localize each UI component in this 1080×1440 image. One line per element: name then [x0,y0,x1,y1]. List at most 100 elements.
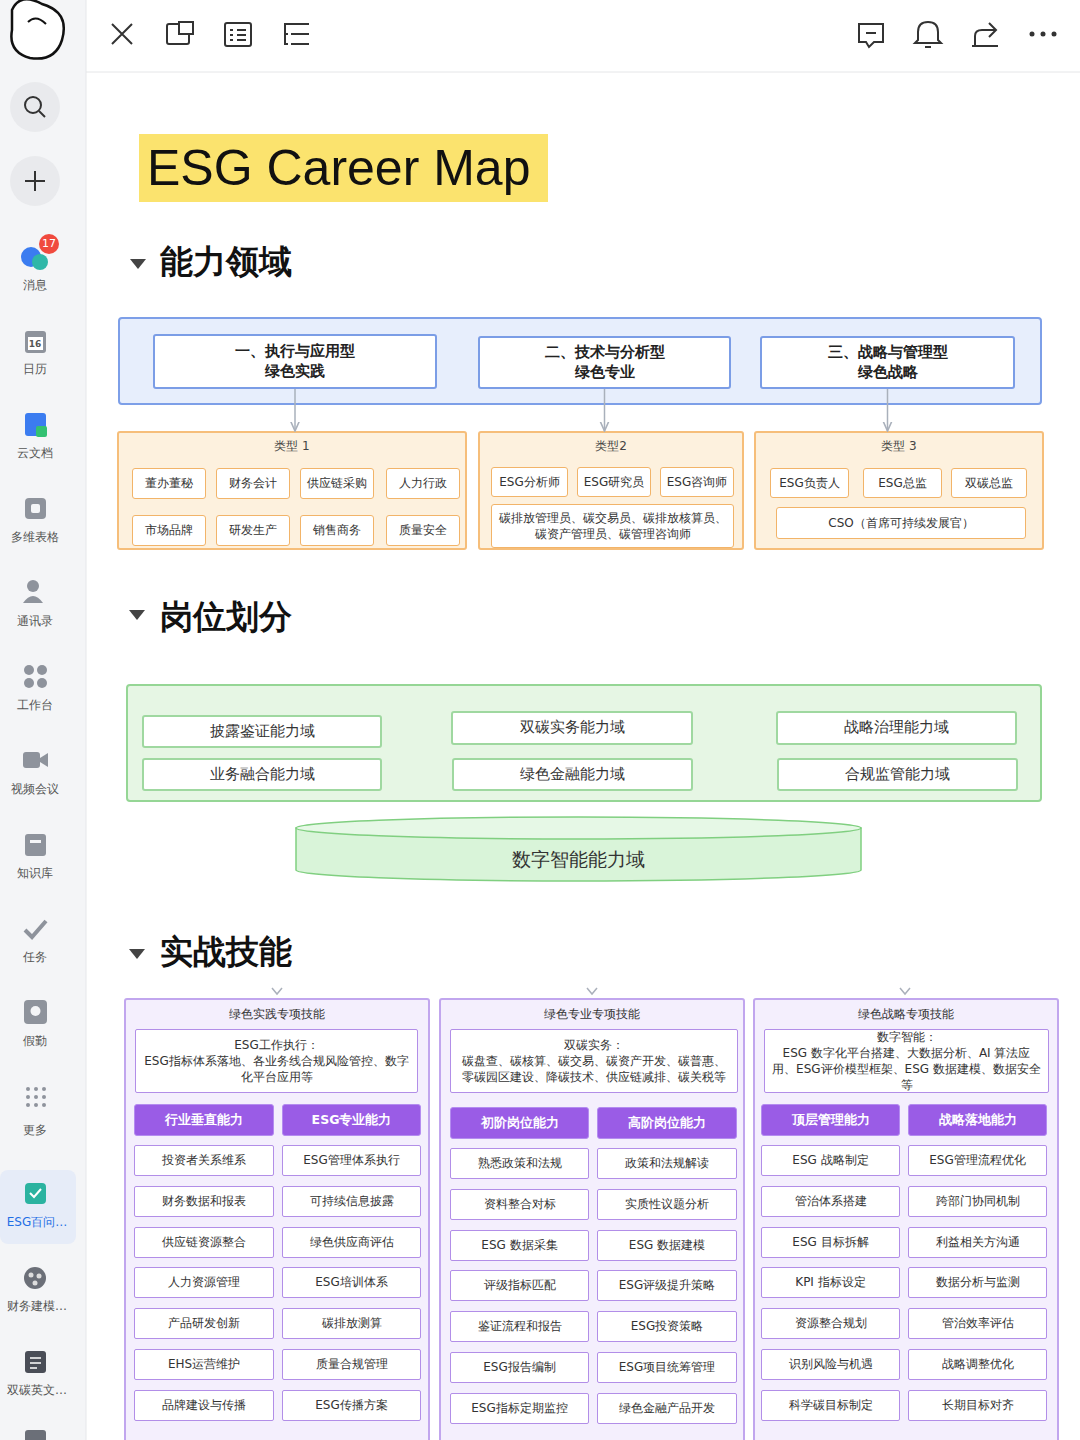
collapse-toggle [130,259,146,269]
summary-heading: ESG工作执行： [234,1037,319,1053]
role-box: 人力行政 [386,468,460,499]
node-text: 战略治理能力域 [844,718,949,738]
skill-box: 财务数据和报表 [134,1186,274,1217]
node-text: ESG咨询师 [667,474,728,490]
skill-header: 行业垂直能力 [134,1104,274,1136]
node-text: ESG指标定期监控 [471,1401,568,1417]
node-text: 市场品牌 [145,522,193,538]
node-text: 资源整合规划 [795,1316,867,1332]
node-text: ESG 战略制定 [792,1153,868,1169]
toolbar-border [86,72,1080,73]
category-band [119,318,1041,404]
page-title: ESG Career Map [147,137,530,199]
arrow-connector [294,389,296,431]
search-button [10,82,60,132]
node-text: 高阶岗位能力 [628,1115,706,1131]
skill-group: 绿色战略专项技能数字智能：ESG 数字化平台搭建、大数据分析、AI 算法应用、E… [753,998,1059,1440]
skill-box: 政策和法规解读 [597,1148,737,1179]
domain-box: 披露鉴证能力域 [142,715,382,748]
node-text: ESG分析师 [499,474,560,490]
node-text: 绿色专业专项技能 [544,1007,640,1023]
node-text: 绿色金融能力域 [520,765,625,785]
skill-header: 初阶岗位能力 [450,1107,589,1139]
summary-heading: 数字智能： [877,1029,937,1045]
skill-box: 质量合规管理 [282,1349,421,1380]
skill-box: 利益相关方沟通 [908,1227,1047,1258]
category-box: 二、技术与分析型 绿色专业 [478,336,731,389]
skill-summary: 双碳实务：碳盘查、碳核算、碳交易、碳资产开发、碳普惠、零碳园区建设、降碳技术、供… [450,1029,738,1093]
add-button [10,156,60,206]
type-group: 类型 3ESG负责人ESG总监双碳总监CSO（首席可持续发展官） [754,431,1044,550]
collapse-toggle [129,949,145,959]
node-text: 供应链资源整合 [162,1235,246,1251]
sidebar-border [86,0,87,1440]
node-text: 人力行政 [399,475,447,491]
node-text: ESG项目统筹管理 [619,1360,716,1376]
nav-label: 通讯录 [17,614,53,628]
role-box: 质量安全 [386,515,460,546]
skill-box: 熟悉政策和法规 [450,1148,589,1179]
node-text: 长期目标对齐 [942,1398,1014,1414]
domain-box: 战略治理能力域 [776,711,1017,745]
skill-box: 长期目标对齐 [908,1390,1047,1421]
node-text: EHS运营维护 [168,1357,240,1373]
role-box: ESG分析师 [491,467,568,497]
node-text: 碳排放管理员、碳交易员、碳排放核算员、碳资产管理员、碳管理咨询师 [496,510,729,542]
node-text: 资料整合对标 [484,1197,556,1213]
title-highlight [139,134,548,202]
category-box: 一、执行与应用型 绿色实践 [153,334,437,389]
node-text: 鉴证流程和报告 [478,1319,562,1335]
node-text: ESG 数据建模 [629,1238,705,1254]
node-text: 数字智能能力域 [512,847,645,872]
skill-box: ESG管理体系执行 [282,1145,421,1176]
node-text: 绿色实践专项技能 [229,1007,325,1023]
badge-count: 17 [42,237,56,250]
role-box: 供应链采购 [300,468,374,499]
node-text: 科学碳目标制定 [789,1398,873,1414]
skill-box: ESG 战略制定 [761,1145,900,1176]
node-text: KPI 指标设定 [795,1275,865,1291]
cylinder-top [296,817,861,839]
role-box: 市场品牌 [132,515,206,546]
node-text: ESG总监 [878,475,927,491]
role-box: 双碳总监 [951,468,1027,498]
skill-box: 鉴证流程和报告 [450,1311,589,1342]
skill-box: ESG管理流程优化 [908,1145,1047,1176]
skill-box: 投资者关系维系 [134,1145,274,1176]
skill-box: ESG 数据建模 [597,1230,737,1261]
skill-box: 资源整合规划 [761,1308,900,1339]
nav-label: 双碳英文… [7,1383,67,1397]
sidebar-icons [0,234,76,1440]
node-text: 人力资源管理 [168,1275,240,1291]
nav-label: 知识库 [17,866,53,880]
node-text: 品牌建设与传播 [162,1398,246,1414]
skill-box: 识别风险与机遇 [761,1349,900,1380]
node-text: 行业垂直能力 [165,1112,243,1128]
skill-box: 实质性议题分析 [597,1189,737,1220]
nav-label: 云文档 [17,446,53,460]
node-text: 政策和法规解读 [625,1156,709,1172]
node-text: 披露鉴证能力域 [210,722,315,742]
node-text: ESG传播方案 [315,1398,388,1414]
skill-box: 人力资源管理 [134,1267,274,1298]
node-text: 质量安全 [399,522,447,538]
category-box: 三、战略与管理型 绿色战略 [760,336,1015,389]
role-box: ESG咨询师 [660,467,734,497]
skill-box: 跨部门协同机制 [908,1186,1047,1217]
node-text: 类型2 [595,439,627,455]
domain-band [127,685,1041,801]
skill-box: 数据分析与监测 [908,1267,1047,1298]
node-text: 绿色战略专项技能 [858,1007,954,1023]
node-text: 碳排放测算 [322,1316,382,1332]
arrow-connector [604,389,606,431]
node-text: ESG报告编制 [483,1360,556,1376]
node-text: 财务数据和报表 [162,1194,246,1210]
nav-label: 工作台 [17,698,53,712]
node-text: 质量合规管理 [316,1357,388,1373]
domain-cylinder: 数字智能能力域 [295,816,862,882]
section-heading: 实战技能 [160,932,292,972]
skill-box: 管治效率评估 [908,1308,1047,1339]
section-heading: 能力领域 [160,242,292,282]
node-text: 数据分析与监测 [936,1275,1020,1291]
